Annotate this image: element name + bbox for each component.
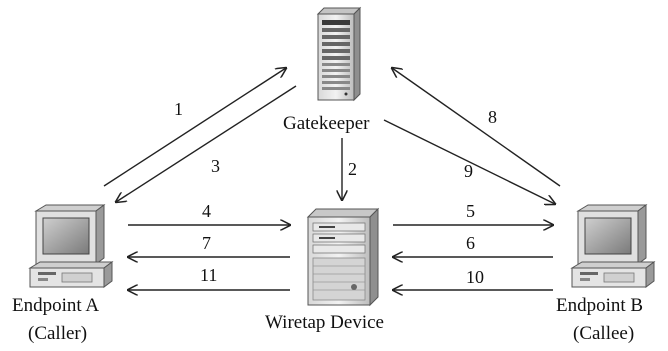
arrow-8 xyxy=(392,68,561,187)
step-5-label: 5 xyxy=(466,201,475,221)
step-10-label: 10 xyxy=(466,267,484,287)
endpoint-b-role: (Callee) xyxy=(573,323,635,344)
step-9-label: 9 xyxy=(464,161,473,181)
arrow-9 xyxy=(383,119,555,204)
endpoint-a-role: (Caller) xyxy=(28,323,88,344)
arrow-3 xyxy=(116,85,297,202)
endpoint-a-label: Endpoint A xyxy=(12,295,100,316)
gatekeeper-server-icon xyxy=(316,6,362,102)
step-4-label: 4 xyxy=(202,201,211,221)
endpoint-b-computer-icon xyxy=(570,204,656,288)
step-7-label: 7 xyxy=(202,233,211,253)
endpoint-b-label: Endpoint B xyxy=(556,295,644,316)
wiretap-device-icon xyxy=(306,207,380,307)
endpoint-a-computer-icon xyxy=(28,204,114,288)
step-1-label: 1 xyxy=(174,99,183,119)
step-2-label: 2 xyxy=(348,159,357,179)
step-11-label: 11 xyxy=(200,265,218,285)
step-6-label: 6 xyxy=(466,233,475,253)
step-8-label: 8 xyxy=(488,107,497,127)
wiretap-device-label: Wiretap Device xyxy=(265,312,384,333)
step-3-label: 3 xyxy=(211,156,220,176)
gatekeeper-label: Gatekeeper xyxy=(283,113,370,134)
arrow-1 xyxy=(103,68,286,187)
